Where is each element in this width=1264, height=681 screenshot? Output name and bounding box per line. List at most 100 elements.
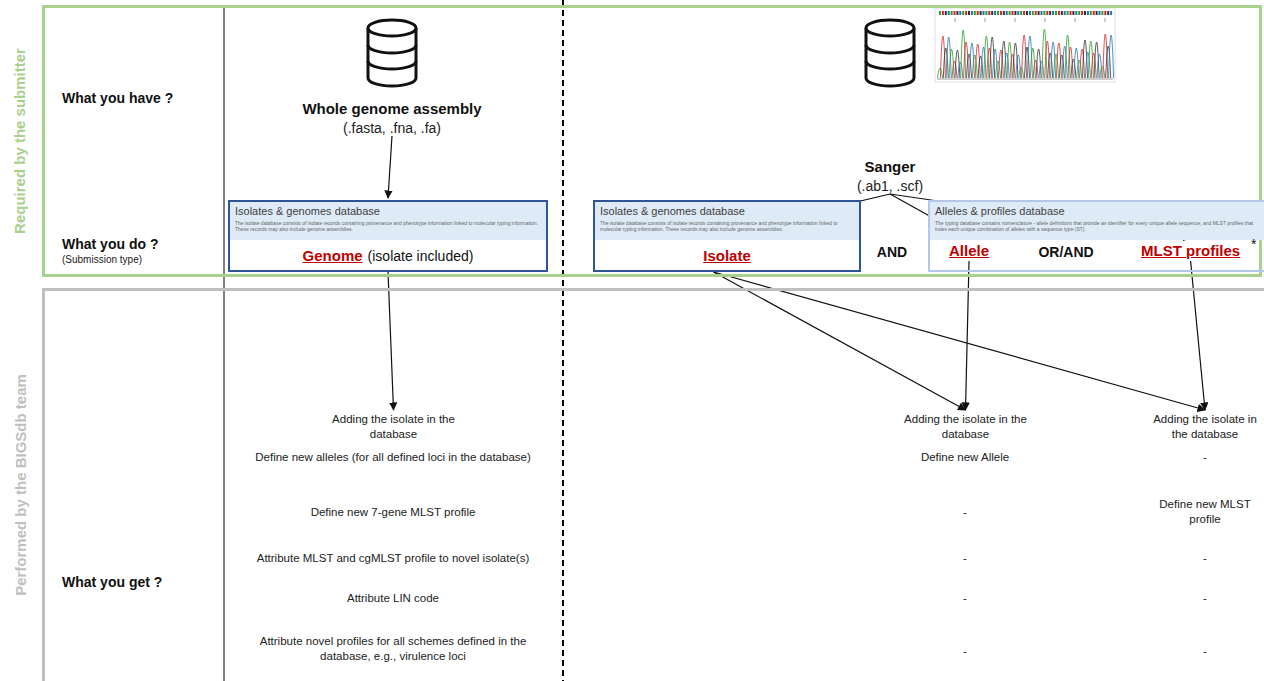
base-call-mark bbox=[1032, 11, 1034, 15]
database-title: Isolates & genomes database bbox=[235, 205, 541, 218]
axis-tick bbox=[1045, 18, 1046, 22]
base-call-mark bbox=[1023, 11, 1025, 15]
base-call-mark bbox=[994, 11, 996, 15]
base-call-mark bbox=[965, 11, 967, 15]
chromatogram-peak bbox=[1091, 53, 1096, 78]
row-label: What you get ? bbox=[62, 574, 212, 590]
base-call-mark bbox=[1090, 11, 1092, 15]
axis-tick bbox=[1105, 18, 1106, 22]
node-text: Sanger bbox=[815, 158, 965, 175]
base-call-mark bbox=[1107, 11, 1109, 15]
base-call-mark bbox=[959, 11, 961, 15]
base-call-mark bbox=[1046, 11, 1048, 15]
chromatogram-peak bbox=[998, 50, 1003, 78]
base-call-mark bbox=[1006, 11, 1008, 15]
base-call-mark bbox=[985, 11, 987, 15]
node-text: Adding the isolate in the database bbox=[903, 412, 1028, 442]
node-text: Whole genome assembly bbox=[292, 100, 492, 117]
chromatogram-peak bbox=[1016, 55, 1021, 78]
base-call-mark bbox=[1049, 11, 1051, 15]
base-call-mark bbox=[1026, 11, 1028, 15]
base-call-mark bbox=[1099, 11, 1101, 15]
base-call-mark bbox=[942, 11, 944, 15]
base-call-mark bbox=[1110, 11, 1112, 15]
base-call-mark bbox=[1072, 11, 1074, 15]
result-box: Adding the isolate in the database bbox=[903, 412, 1028, 442]
chromatogram-peak bbox=[1097, 54, 1102, 78]
base-call-mark bbox=[956, 11, 958, 15]
database-icon bbox=[368, 20, 416, 86]
base-call-mark bbox=[1029, 11, 1031, 15]
row-label: Define new alleles (for all defined loci… bbox=[228, 450, 558, 465]
database-header: Isolates & genomes databaseThe isolate d… bbox=[595, 202, 859, 240]
chromatogram-peak bbox=[972, 55, 977, 78]
database-box: Isolates & genomes databaseThe isolate d… bbox=[593, 200, 861, 272]
base-call-mark bbox=[1000, 11, 1002, 15]
chromatogram-peak bbox=[1054, 54, 1059, 78]
row-label: (Submission type) bbox=[62, 254, 212, 265]
chromatogram-peak bbox=[1062, 46, 1067, 78]
chromatogram-peak bbox=[981, 47, 986, 78]
base-call-mark bbox=[948, 11, 950, 15]
base-call-mark bbox=[1035, 11, 1037, 15]
row-label: Attribute LIN code bbox=[228, 591, 558, 606]
base-call-mark bbox=[1064, 11, 1066, 15]
base-call-mark bbox=[968, 11, 970, 15]
base-call-mark bbox=[1075, 11, 1077, 15]
database-body: Isolate bbox=[595, 240, 859, 265]
base-call-mark bbox=[997, 11, 999, 15]
node-text: Adding the isolate in the database bbox=[331, 412, 456, 442]
arrow-connector bbox=[1191, 261, 1205, 410]
chromatogram-peak bbox=[1059, 55, 1064, 78]
row-label: Attribute novel profiles for all schemes… bbox=[243, 634, 543, 664]
base-call-mark bbox=[945, 11, 947, 15]
base-call-mark bbox=[1058, 11, 1060, 15]
chromatogram-peak bbox=[1010, 54, 1015, 78]
base-call-mark bbox=[977, 11, 979, 15]
base-call-mark bbox=[962, 11, 964, 15]
row-label: What you do ? bbox=[62, 236, 212, 252]
chromatogram-peak bbox=[1071, 59, 1076, 78]
chromatogram-image bbox=[935, 8, 1115, 82]
chromatogram-peak bbox=[1039, 61, 1044, 78]
base-call-mark bbox=[1014, 11, 1016, 15]
axis-tick bbox=[1015, 18, 1016, 22]
database-title: Isolates & genomes database bbox=[600, 205, 854, 218]
base-call-mark bbox=[1081, 11, 1083, 15]
database-title: Alleles & profiles database bbox=[935, 205, 1259, 218]
base-call-mark bbox=[980, 11, 982, 15]
database-body: Genome(isolate included) bbox=[230, 240, 546, 265]
chromatogram-peak bbox=[938, 68, 943, 78]
base-call-mark bbox=[1003, 11, 1005, 15]
base-call-mark bbox=[1093, 11, 1095, 15]
base-call-mark bbox=[971, 11, 973, 15]
base-call-mark bbox=[1043, 11, 1045, 15]
node-text: Adding the isolate in the database bbox=[1148, 412, 1262, 442]
axis-tick bbox=[985, 18, 986, 22]
region-band: Performed by the BIGSdb teamAdding the i… bbox=[42, 288, 1264, 681]
chromatogram-peak bbox=[1100, 66, 1105, 78]
base-call-mark bbox=[1017, 11, 1019, 15]
row-label: Attribute MLST and cgMLST profile to nov… bbox=[228, 551, 558, 566]
data-source: Whole genome assembly(.fasta, .fna, .fa) bbox=[292, 100, 492, 136]
base-call-mark bbox=[1096, 11, 1098, 15]
database-description: The isolate database consists of isolate… bbox=[600, 220, 854, 233]
base-call-mark bbox=[1087, 11, 1089, 15]
arrow-connector bbox=[966, 261, 970, 410]
row-label: - bbox=[1148, 551, 1262, 566]
row-label: - bbox=[905, 591, 1025, 606]
axis-tick bbox=[1075, 18, 1076, 22]
submission-type: Allele bbox=[946, 240, 992, 261]
base-call-mark bbox=[991, 11, 993, 15]
database-header: Alleles & profiles databaseThe typing da… bbox=[930, 202, 1264, 240]
chromatogram-peak bbox=[1106, 46, 1111, 78]
base-call-mark bbox=[1020, 11, 1022, 15]
submission-type: Allele bbox=[949, 242, 989, 259]
arrow-connector bbox=[714, 272, 966, 410]
row-label: AND bbox=[864, 244, 920, 260]
submission-type: Genome bbox=[303, 247, 363, 264]
database-box: Isolates & genomes databaseThe isolate d… bbox=[228, 200, 548, 272]
row-label: - bbox=[1148, 450, 1262, 465]
